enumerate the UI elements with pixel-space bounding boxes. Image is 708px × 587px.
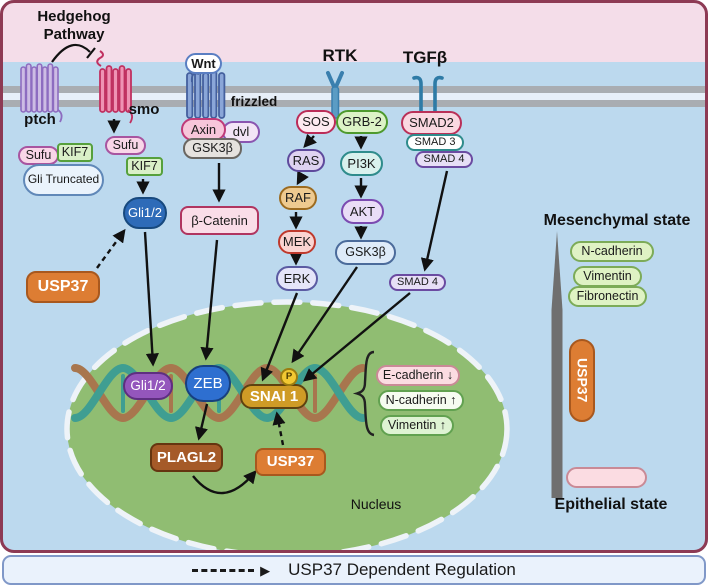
- legend-arrowhead-icon: ▶: [260, 562, 271, 578]
- node-b-catenin: β-Catenin: [180, 206, 259, 235]
- node-pi3k: PI3K: [340, 151, 383, 176]
- node-smad4-cytoplasm: SMAD 4: [389, 274, 446, 291]
- output-n-cadherin-up: N-cadherin ↑: [378, 390, 464, 411]
- arrow-erk-to-snai1: [260, 292, 299, 382]
- mesenchymal-state-title: Mesenchymal state: [543, 212, 691, 229]
- frizzled-label: frizzled: [230, 94, 278, 109]
- marker-vimentin: Vimentin: [573, 266, 642, 287]
- node-usp37-nucleus: USP37: [255, 448, 326, 476]
- legend-bar: ▶ USP37 Dependent Regulation: [2, 555, 706, 585]
- marker-fibronectin: Fibronectin: [568, 286, 647, 307]
- arrow-zeb-to-plagl2: [194, 403, 209, 441]
- node-sos: SOS: [296, 110, 336, 134]
- node-usp37-cytoplasm: USP37: [26, 271, 100, 303]
- node-sufu: Sufu: [105, 136, 146, 155]
- emt-axis-pointer: [551, 231, 563, 498]
- smo-label: smo: [128, 100, 160, 118]
- signal-arrows: [107, 119, 449, 495]
- ptch-label: ptch: [24, 110, 56, 128]
- arrow-ras-to-raf: [296, 170, 309, 186]
- node-zeb: ZEB: [185, 365, 231, 402]
- phospho-badge: P: [280, 368, 298, 386]
- output-vimentin-up: Vimentin ↑: [380, 415, 454, 436]
- node-raf: RAF: [279, 186, 317, 210]
- node-ras: RAS: [287, 149, 325, 172]
- ptch-smo-inhibition-arc: [51, 43, 96, 63]
- node-mek: MEK: [278, 230, 316, 254]
- membrane-core: [0, 93, 708, 100]
- epithelial-state-title: Epithelial state: [554, 496, 668, 513]
- arrow-plagl2-to-usp37: [192, 469, 257, 495]
- node-kif7-left: KIF7: [57, 143, 93, 162]
- legend-text: USP37 Dependent Regulation: [288, 560, 516, 579]
- node-wnt: Wnt: [185, 53, 222, 74]
- node-smad4: SMAD 4: [415, 151, 473, 168]
- node-smad2: SMAD2: [401, 111, 462, 135]
- node-gli12-cytoplasm: Gli1/2: [123, 197, 167, 229]
- arrow-smad4-to-snai1: [302, 292, 411, 382]
- usp37-dashed-arrows: [96, 228, 286, 446]
- membrane-outer-leaflet: [0, 86, 708, 93]
- node-gsk3b-akt: GSK3β: [335, 240, 396, 265]
- arrow-sos-to-ras: [303, 133, 317, 148]
- tgfb-receptor-icon: [412, 75, 444, 114]
- node-gli-truncated: Gli Truncated: [23, 164, 104, 196]
- dna-helix-icon: [71, 363, 367, 423]
- outputs-brace: [352, 350, 375, 437]
- arrow-gsk3b-to-snai1: [291, 266, 358, 364]
- node-usp37-axis: USP37: [569, 339, 595, 422]
- node-gli12-nucleus: Gli1/2: [123, 372, 173, 400]
- output-e-cadherin-down: E-cadherin ↓: [376, 365, 460, 386]
- extracellular-space: [0, 0, 708, 62]
- membrane-inner-leaflet: [0, 100, 708, 107]
- node-kif7: KIF7: [126, 157, 163, 176]
- hedgehog-pathway-title: Hedgehog Pathway: [37, 8, 111, 43]
- ptch-receptor-icon: [20, 63, 63, 123]
- node-snai1: SNAI 1: [240, 384, 308, 409]
- arrow-smads-to-smad4: [420, 170, 449, 272]
- smo-receptor-icon: [96, 50, 133, 124]
- legend-dashed-line: [192, 568, 255, 572]
- nucleus-label: Nucleus: [350, 496, 402, 512]
- node-smad3: SMAD 3: [406, 134, 464, 151]
- arrow-bcatenin-to-zeb: [200, 239, 219, 361]
- node-plagl2: PLAGL2: [150, 443, 223, 472]
- marker-n-cadherin: N-cadherin: [570, 241, 654, 262]
- rtk-title: RTK: [322, 46, 358, 65]
- tgfb-title: TGFβ: [402, 48, 448, 67]
- node-erk: ERK: [276, 266, 318, 291]
- marker-e-cadherin: [566, 467, 647, 488]
- node-sufu-left: Sufu: [18, 146, 59, 165]
- node-grb2: GRB-2: [336, 110, 388, 134]
- node-gsk3b-wnt: GSK3β: [183, 138, 242, 159]
- arrow-usp37-to-gli12: [96, 228, 126, 269]
- node-akt: AKT: [341, 199, 384, 224]
- frizzled-receptor-icon: [186, 69, 226, 119]
- arrow-gli12-to-nucleus: [143, 231, 159, 367]
